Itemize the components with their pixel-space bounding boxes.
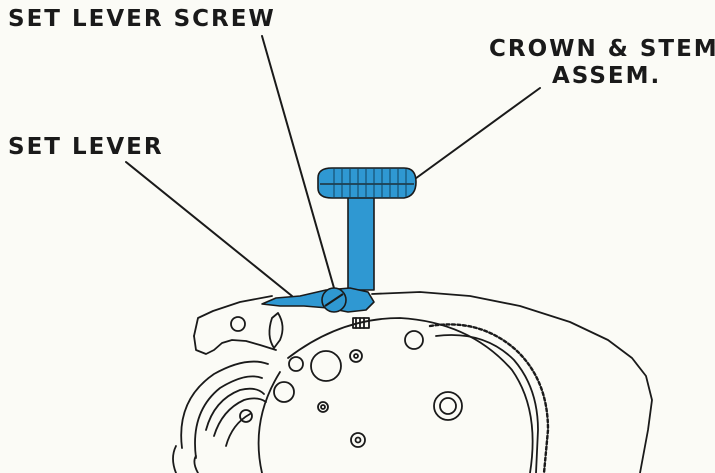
set-lever — [261, 287, 375, 313]
label-crown-stem-line-1: CROWN & STEM — [489, 36, 715, 62]
highlighted-parts — [261, 167, 417, 313]
movement-plate — [193, 291, 653, 473]
leader-line-crown-stem — [407, 87, 541, 185]
label-set-lever: SET LEVER — [8, 134, 164, 160]
balance-wheel — [172, 360, 269, 473]
leader-line-set-lever-screw — [261, 35, 335, 289]
ratchet-wheel — [428, 323, 550, 473]
crown — [317, 167, 417, 199]
winding-stem — [347, 195, 375, 291]
label-crown-stem-assembly: CROWN & STEM ASSEM. — [489, 36, 715, 90]
train-bridge — [239, 317, 534, 473]
set-lever-screw — [321, 287, 347, 313]
label-crown-stem-line-2: ASSEM. — [552, 63, 662, 89]
label-set-lever-screw: SET LEVER SCREW — [8, 6, 276, 32]
leader-line-set-lever — [125, 161, 293, 297]
